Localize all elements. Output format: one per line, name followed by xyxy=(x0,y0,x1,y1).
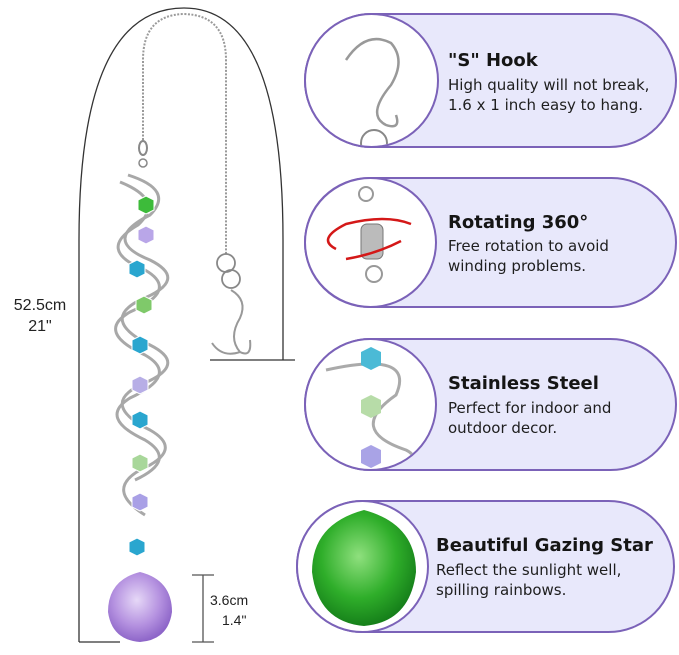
feature-title: Rotating 360° xyxy=(448,212,589,233)
feature-description-line1: Reflect the sunlight well, xyxy=(436,561,622,579)
feature-title: Stainless Steel xyxy=(448,373,599,394)
feature-card-stainless-steel: Stainless Steel Perfect for indoor and o… xyxy=(304,338,677,471)
feature-title: Beautiful Gazing Star xyxy=(436,535,653,556)
green-crystal-ball-icon xyxy=(296,500,429,633)
suncatcher-product-illustration xyxy=(78,7,295,643)
feature-card-rotating: Rotating 360° Free rotation to avoid win… xyxy=(304,177,677,308)
feature-description-line1: Free rotation to avoid xyxy=(448,237,609,255)
swivel-rotation-icon xyxy=(304,177,437,308)
total-length-cm: 52.5cm xyxy=(13,297,67,314)
total-length-in: 21" xyxy=(28,318,52,335)
s-hook-icon xyxy=(304,13,439,148)
feature-description-line2: spilling rainbows. xyxy=(436,581,567,599)
feature-description-line1: Perfect for indoor and xyxy=(448,399,612,417)
feature-description-line2: 1.6 x 1 inch easy to hang. xyxy=(448,96,643,114)
feature-card-s-hook: "S" Hook High quality will not break, 1.… xyxy=(304,13,677,148)
feature-description-line1: High quality will not break, xyxy=(448,76,650,94)
spiral-steel-icon xyxy=(304,338,437,471)
feature-description-line2: winding problems. xyxy=(448,257,587,275)
feature-card-gazing-star: Beautiful Gazing Star Reflect the sunlig… xyxy=(296,500,675,633)
feature-title: "S" Hook xyxy=(448,50,538,71)
ball-size-cm: 3.6cm xyxy=(210,592,249,608)
ball-size-in: 1.4" xyxy=(222,612,247,628)
feature-description-line2: outdoor decor. xyxy=(448,419,558,437)
